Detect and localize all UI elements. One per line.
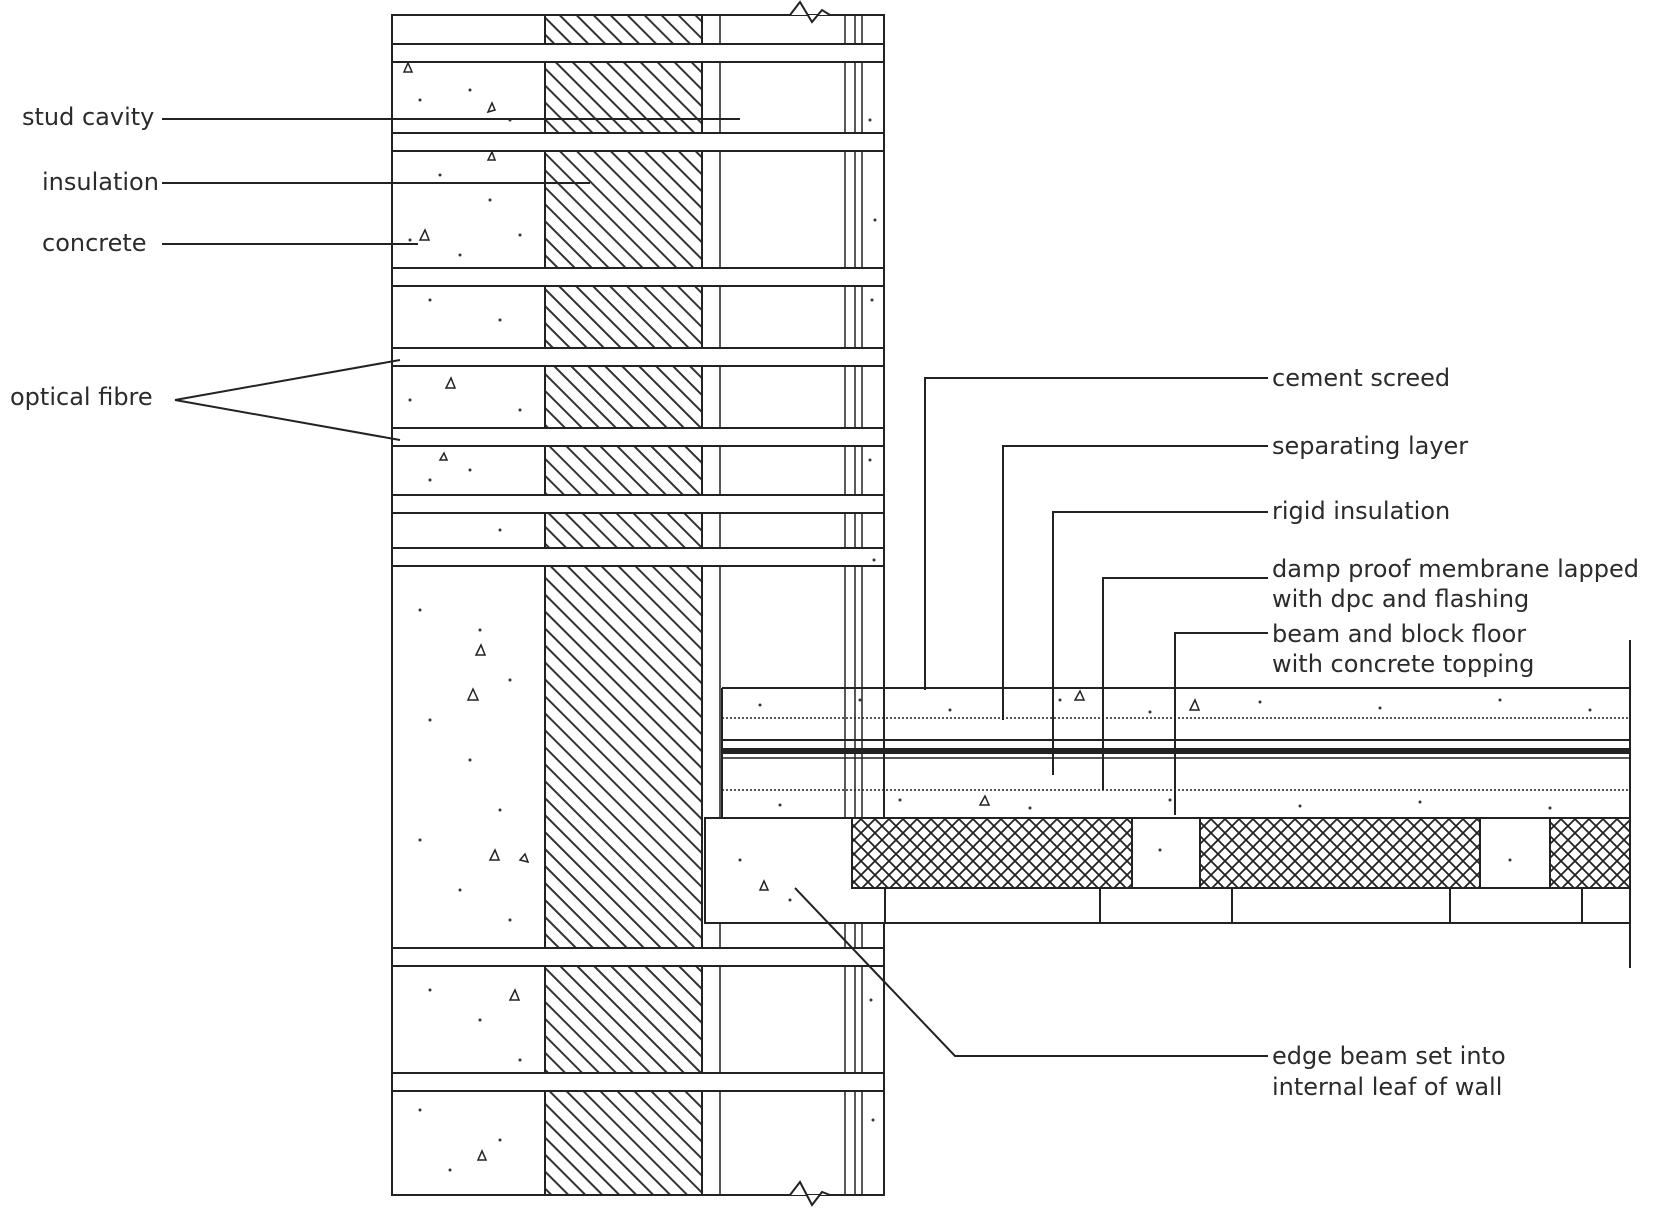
insulation-layer xyxy=(544,14,703,1196)
label-rigid-insulation: rigid insulation xyxy=(1272,497,1450,525)
labels: stud cavity insulation concrete optical … xyxy=(10,103,1639,1101)
aggregate-triangles xyxy=(402,61,530,1161)
block-2 xyxy=(1199,817,1481,889)
label-stud-cavity: stud cavity xyxy=(22,103,154,131)
label-optical-fibre: optical fibre xyxy=(10,383,153,411)
block-1 xyxy=(851,817,1133,889)
concrete-speckles xyxy=(408,88,877,1172)
label-dpm-line1: damp proof membrane lapped xyxy=(1272,555,1639,583)
label-cement-screed: cement screed xyxy=(1272,364,1450,392)
label-separating-layer: separating layer xyxy=(1272,432,1468,460)
block-3 xyxy=(1549,817,1631,889)
optical-fibre-bands xyxy=(391,43,885,1092)
break-symbol-bottom xyxy=(789,1180,831,1207)
label-edge-beam-line2: internal leaf of wall xyxy=(1272,1073,1502,1101)
label-insulation: insulation xyxy=(42,168,159,196)
break-symbol-top xyxy=(789,0,831,24)
label-edge-beam-line1: edge beam set into xyxy=(1272,1042,1506,1070)
leader-lines xyxy=(162,118,1268,1057)
label-beam-block-line2: with concrete topping xyxy=(1272,650,1534,678)
label-beam-block-line1: beam and block floor xyxy=(1272,620,1526,648)
wall-section xyxy=(391,0,885,1207)
label-concrete: concrete xyxy=(42,229,147,257)
floor-section xyxy=(704,640,1631,968)
label-dpm-line2: with dpc and flashing xyxy=(1272,585,1529,613)
